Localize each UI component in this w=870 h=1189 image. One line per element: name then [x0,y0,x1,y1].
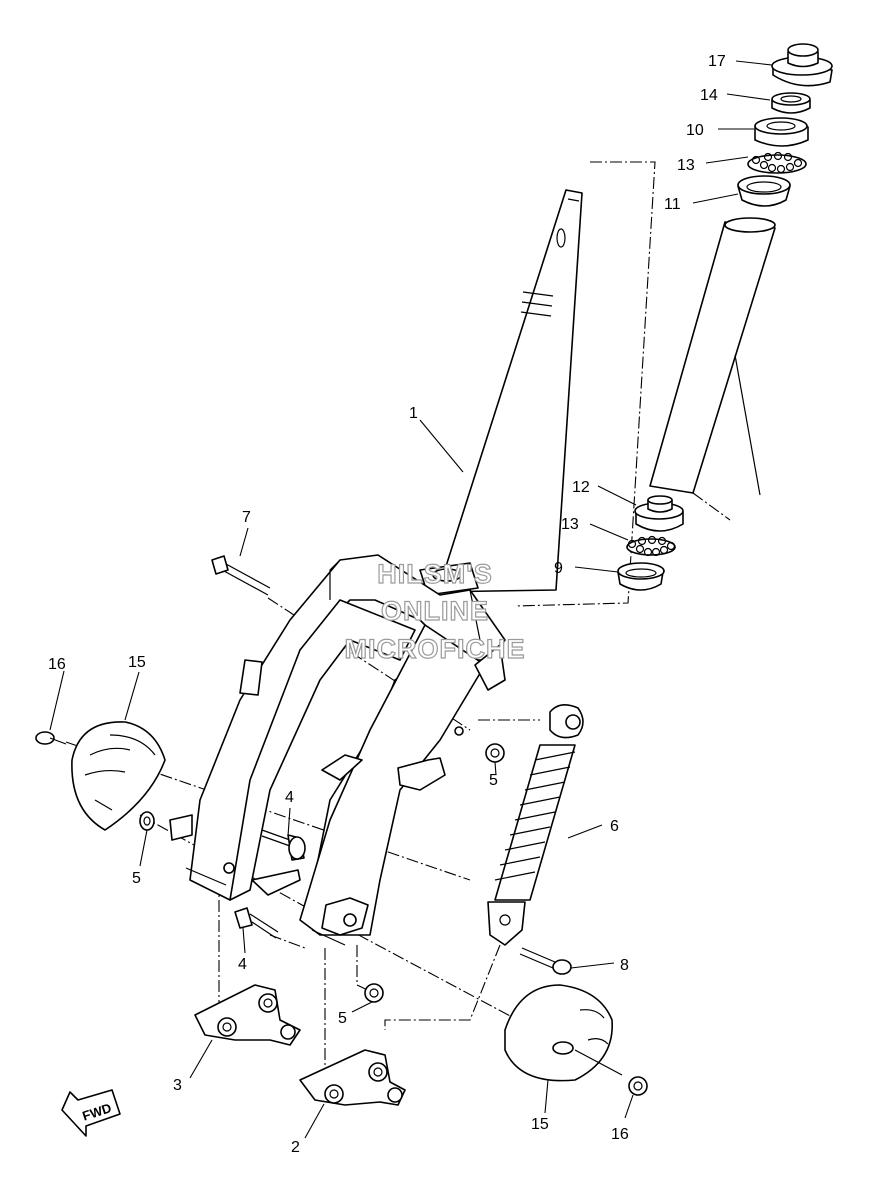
part-5-nut-bottom [364,983,384,1003]
callout-5-left: 5 [132,870,141,887]
callout-9: 9 [554,560,563,577]
part-11-upper-race [737,175,791,207]
callout-8: 8 [620,957,629,974]
part-1-steering-stem [419,189,583,596]
callout-5-right: 5 [489,772,498,789]
part-6-shock-absorber [487,704,584,946]
callout-14: 14 [700,87,718,104]
callout-13-bottom: 13 [561,516,579,533]
part-13-ball-race-top [747,151,807,174]
leader-lines [49,60,773,1139]
part-17-cap-nut [771,43,833,87]
part-9-lower-race [617,562,665,591]
part-15-cover-left [71,721,166,831]
fwd-direction-arrow: FWD [61,1089,121,1137]
watermark: HILSM'S ONLINE MICROFICHE [344,558,526,664]
callout-13-top: 13 [677,157,695,174]
callout-16-right: 16 [611,1126,629,1143]
part-15-cover-right [504,984,613,1082]
part-2-bracket [299,1049,406,1106]
part-13-ball-race-bottom [626,535,676,557]
part-4-bolt-lower [234,907,279,939]
part-16-screw-right [574,1049,648,1096]
part-16-screw-left [35,731,67,745]
watermark-line-2: ONLINE [381,596,489,626]
callout-7: 7 [242,509,251,526]
watermark-line-1: HILSM'S [377,559,492,589]
callout-4-upper: 4 [285,789,294,806]
part-14-lock-washer [771,92,811,114]
steering-head-tube [649,217,776,521]
callout-17: 17 [708,53,726,70]
callout-11: 11 [664,196,681,213]
watermark-line-3: MICROFICHE [345,634,526,664]
callout-2: 2 [291,1139,300,1156]
callout-16-left: 16 [48,656,66,673]
main-frame-bracket [169,554,506,946]
part-4-bolt-upper [261,829,306,861]
callout-12: 12 [572,479,590,496]
part-10-ring-nut [754,117,809,147]
part-5-washer-right [485,743,505,763]
part-5-washer-left [139,811,155,831]
callout-4-lower: 4 [238,956,247,973]
callout-1: 1 [409,405,418,422]
callout-15-right: 15 [531,1116,549,1133]
part-7-bolt [211,555,271,596]
part-12-lower-cone [634,495,684,532]
callout-6: 6 [610,818,619,835]
callout-5-bottom: 5 [338,1010,347,1027]
part-3-bracket [194,984,301,1046]
assembly-outline [514,161,656,607]
callout-15-left: 15 [128,654,146,671]
callouts: 17 14 10 13 11 1 12 13 9 7 16 15 6 5 4 5… [48,53,726,1156]
part-8-bolt [519,947,572,975]
callout-3: 3 [173,1077,182,1094]
callout-10: 10 [686,122,704,139]
